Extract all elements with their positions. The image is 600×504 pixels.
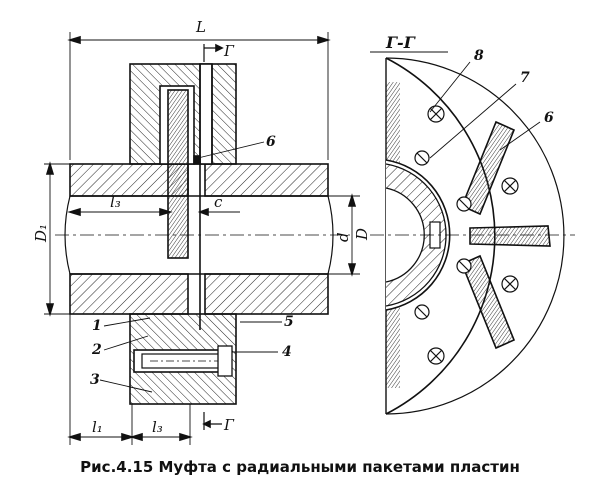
dim-D-label: D <box>353 228 371 241</box>
dim-c-label: c <box>214 193 223 211</box>
dim-d-label: d <box>334 232 352 242</box>
callout-4: 4 <box>282 344 292 360</box>
section-title: Г-Г <box>385 33 416 52</box>
callout-3: 3 <box>90 372 100 388</box>
callout-7: 7 <box>520 70 530 86</box>
dim-l1-label: l₁ <box>92 418 103 436</box>
callout-5: 5 <box>284 314 294 330</box>
figure-caption: Рис.4.15 Муфта с радиальными пакетами пл… <box>80 458 520 476</box>
dim-L-label: L <box>195 18 206 36</box>
dim-D1-label: D₁ <box>32 224 50 243</box>
dim-l3-label: l₃ <box>110 193 121 211</box>
callout-8: 8 <box>474 48 484 64</box>
callout-6-section: 6 <box>266 134 276 150</box>
callout-1: 1 <box>92 318 102 334</box>
dim-l3-bottom-label: l₃ <box>152 418 163 436</box>
section-mark-top: Г <box>223 42 235 60</box>
section-mark-bottom: Г <box>223 416 235 434</box>
section-view <box>44 32 360 445</box>
callout-6-cross: 6 <box>544 110 554 126</box>
callout-2: 2 <box>91 342 102 358</box>
cross-section-view <box>370 51 575 415</box>
